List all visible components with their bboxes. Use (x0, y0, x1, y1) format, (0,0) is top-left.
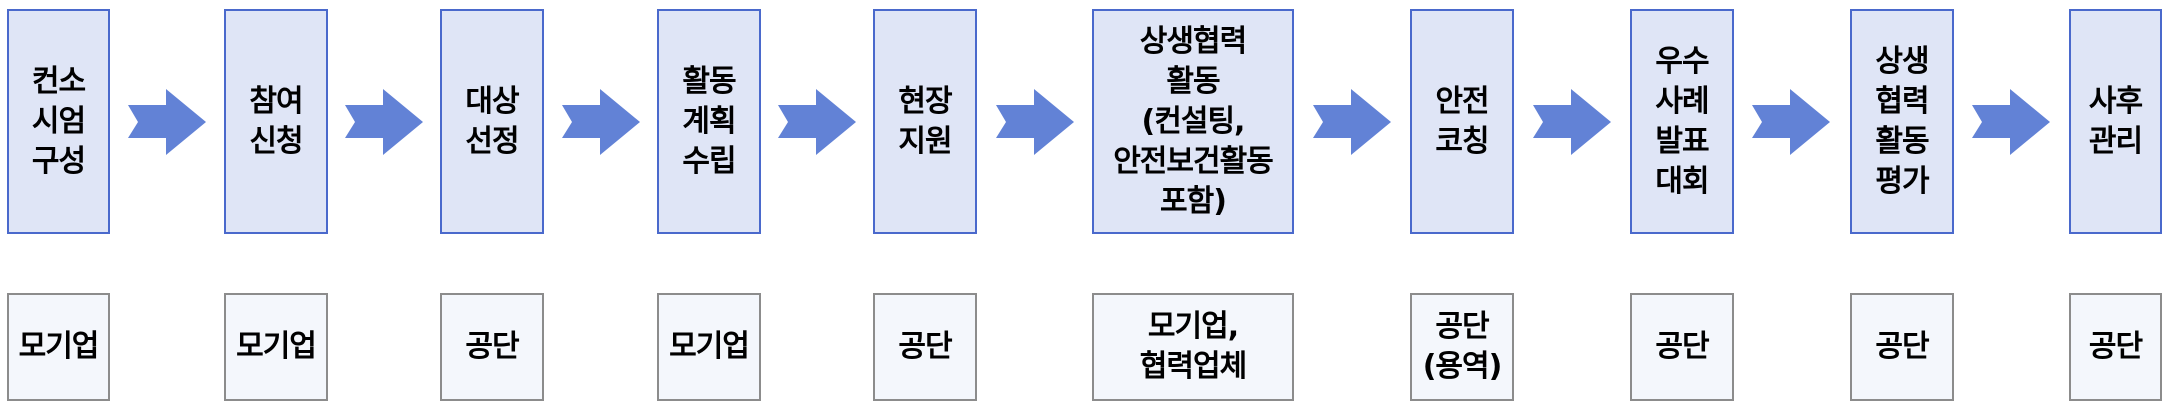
actor-box-6: 모기업, 협력업체 (1092, 293, 1294, 401)
arrow-right-icon (345, 89, 423, 155)
step-box-10: 사후 관리 (2069, 9, 2162, 234)
step-label: 현장 지원 (898, 83, 952, 159)
actor-label: 공단 (898, 329, 952, 364)
actor-label: 공단 (465, 329, 519, 364)
actor-box-8: 공단 (1630, 293, 1734, 401)
step-box-9: 상생 협력 활동 평가 (1850, 9, 1954, 234)
arrow-right-icon (1313, 89, 1391, 155)
actor-label: 모기업 (18, 329, 100, 364)
step-label: 우수 사례 발표 대회 (1655, 43, 1709, 199)
actor-box-1: 모기업 (7, 293, 110, 401)
actor-label: 모기업 (669, 329, 750, 364)
arrow-right-icon (1533, 89, 1611, 155)
actor-box-4: 모기업 (657, 293, 761, 401)
arrow-right-icon (996, 89, 1074, 155)
step-box-4: 활동 계획 수립 (657, 9, 761, 234)
arrow-right-icon (778, 89, 856, 155)
actor-box-9: 공단 (1850, 293, 1954, 401)
step-label: 상생 협력 활동 평가 (1875, 43, 1929, 199)
step-box-5: 현장 지원 (873, 9, 977, 234)
step-box-8: 우수 사례 발표 대회 (1630, 9, 1734, 234)
actor-label: 공단 (1655, 329, 1709, 364)
step-box-6: 상생협력 활동 (컨설팅, 안전보건활동 포함) (1092, 9, 1294, 234)
step-box-7: 안전 코칭 (1410, 9, 1514, 234)
step-label: 사후 관리 (2088, 83, 2143, 159)
step-label: 안전 코칭 (1435, 83, 1489, 159)
actor-label: 모기업, 협력업체 (1139, 309, 1247, 384)
arrow-right-icon (1752, 89, 1830, 155)
actor-box-2: 모기업 (224, 293, 328, 401)
step-label: 상생협력 활동 (컨설팅, 안전보건활동 포함) (1113, 23, 1274, 219)
step-label: 참여 신청 (249, 83, 303, 159)
arrow-right-icon (128, 89, 206, 155)
step-box-1: 컨소 시엄 구성 (7, 9, 110, 234)
arrow-right-icon (562, 89, 640, 155)
step-label: 활동 계획 수립 (682, 63, 736, 179)
step-label: 컨소 시엄 구성 (31, 63, 86, 179)
actor-label: 공단 (2088, 329, 2143, 364)
actor-box-10: 공단 (2069, 293, 2162, 401)
actor-label: 공단 (1875, 329, 1929, 364)
actor-label: 모기업 (236, 329, 317, 364)
actor-box-3: 공단 (440, 293, 544, 401)
actor-box-5: 공단 (873, 293, 977, 401)
step-label: 대상 선정 (465, 83, 519, 159)
step-box-3: 대상 선정 (440, 9, 544, 234)
actor-box-7: 공단 (용역) (1410, 293, 1514, 401)
arrow-right-icon (1972, 89, 2050, 155)
step-box-2: 참여 신청 (224, 9, 328, 234)
actor-label: 공단 (용역) (1422, 309, 1503, 384)
